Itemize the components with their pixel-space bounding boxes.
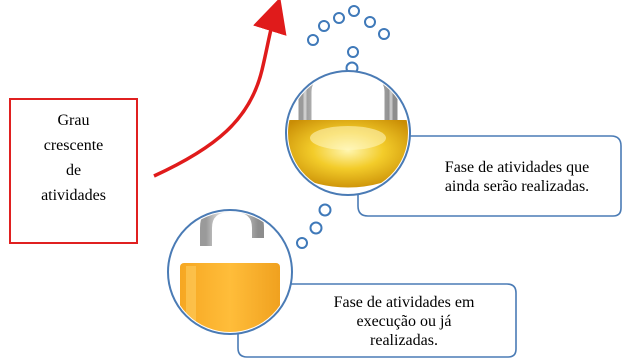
lower-callout-line: Fase de atividades em <box>333 294 475 311</box>
growth-arrow <box>153 0 287 178</box>
lower-callout-text: Fase de atividades em execução ou já rea… <box>294 293 514 350</box>
closed-lock-circle <box>285 70 411 196</box>
upper-callout-line: ainda serão realizadas. <box>444 178 590 195</box>
activity-growth-line: crescente <box>43 137 104 154</box>
middle-bubbles <box>296 203 332 249</box>
upper-callout-frame <box>357 124 622 217</box>
lower-callout-frame <box>237 283 517 358</box>
open-lock-circle <box>167 209 293 335</box>
activity-growth-label: Grau crescente de atividades <box>11 108 136 208</box>
lower-callout-line: execução ou já <box>356 313 452 330</box>
activity-growth-line: de <box>65 162 82 179</box>
activity-growth-line: Grau <box>57 112 90 129</box>
activity-growth-line: atividades <box>41 187 106 204</box>
upper-callout-text: Fase de atividades que ainda serão reali… <box>414 158 620 196</box>
activity-growth-box: Grau crescente de atividades <box>9 98 138 244</box>
lower-callout-line: realizadas. <box>370 332 438 349</box>
upper-bubbles <box>307 5 390 75</box>
upper-callout-line: Fase de atividades que <box>444 159 590 176</box>
